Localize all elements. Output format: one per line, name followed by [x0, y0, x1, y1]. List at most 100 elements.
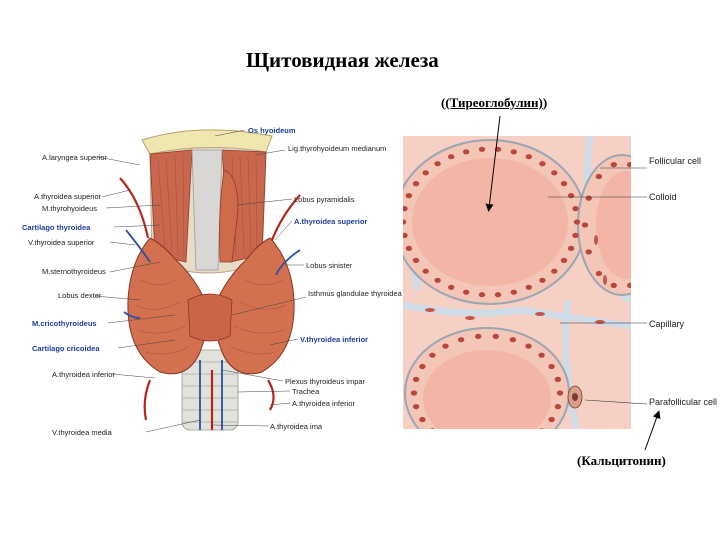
cell-nucleus — [567, 245, 575, 251]
cell-nucleus — [510, 149, 517, 155]
cell-nucleus — [548, 363, 555, 370]
cell-nucleus — [405, 245, 413, 251]
label-plexus-thyroideus-impar: Plexus thyroideus impar — [285, 377, 366, 386]
cell-nucleus — [412, 257, 420, 263]
cell-nucleus — [560, 257, 568, 263]
cell-nucleus — [642, 271, 648, 276]
cell-nucleus — [419, 363, 426, 370]
gland-lobulation — [135, 279, 287, 355]
cell-nucleus — [478, 146, 486, 152]
cell-nucleus — [567, 193, 575, 199]
cell-nucleus — [585, 195, 592, 201]
label-parafollicular-cell: Parafollicular cell — [649, 397, 717, 407]
cell-nucleus — [403, 232, 408, 238]
muscle-striations — [157, 153, 258, 259]
cell-nucleus — [652, 249, 658, 254]
label-follicular-cell: Follicular cell — [649, 156, 701, 166]
label-colloid: Colloid — [649, 192, 677, 202]
cell-nucleus — [656, 222, 662, 227]
cell-nucleus — [627, 282, 631, 288]
capillary-rbc — [425, 235, 607, 324]
cell-nucleus — [548, 416, 555, 423]
anatomy-leader-lines — [94, 129, 307, 433]
cell-nucleus — [525, 154, 532, 160]
cell-nucleus — [475, 333, 482, 339]
label-lobus-dexter: Lobus dexter — [58, 291, 102, 300]
thyroglobulin-annotation: ((Тиреоглобулин)) — [441, 95, 548, 110]
label-a-laryngea-superior: A.laryngea superior — [42, 153, 108, 162]
cell-nucleus — [494, 292, 502, 298]
colloid-2 — [596, 171, 631, 279]
cell-nucleus — [572, 206, 579, 212]
cell-nucleus — [525, 284, 532, 290]
label-parafollicular: Parafollicular cell — [649, 397, 717, 407]
histology-leader-lines — [548, 167, 648, 405]
cell-nucleus — [538, 352, 545, 358]
laryngeal-prominence — [191, 149, 223, 271]
label-a-thyroidea-inferior-left: A.thyroidea inferior — [52, 370, 115, 379]
cell-nucleus — [554, 404, 562, 410]
cell-nucleus — [405, 193, 413, 199]
colloid-3 — [423, 350, 551, 429]
parafollicular-nucleus — [572, 393, 578, 401]
cell-nucleus — [525, 343, 532, 349]
colloid-1 — [412, 158, 568, 286]
cell-nucleus — [595, 173, 603, 180]
label-a-thyroidea-ima: A.thyroidea ima — [270, 422, 323, 431]
cell-nucleus — [419, 416, 426, 423]
thyroglobulin-label: (Тиреоглобулин) — [445, 95, 543, 110]
label-v-thyroidea-superior: V.thyroidea superior — [28, 238, 95, 247]
label-m-cricothyroideus: M.cricothyroideus — [32, 319, 97, 328]
cell-nucleus — [642, 174, 648, 179]
thyroid-left-lobe — [209, 237, 295, 375]
cell-nucleus — [429, 352, 436, 358]
cell-nucleus — [457, 337, 465, 343]
label-v-thyroidea-media: V.thyroidea media — [52, 428, 113, 437]
cell-nucleus — [510, 289, 517, 295]
cell-nucleus — [478, 292, 486, 298]
label-lig-thyrohyoideum: Lig.thyrohyoideum medianum — [288, 144, 386, 153]
cell-nucleus — [509, 337, 517, 343]
label-a-thyroidea-superior-left: A.thyroidea superior — [34, 192, 102, 201]
cell-nucleus — [463, 289, 470, 295]
label-isthmus-glandulae: Isthmus glandulae thyroidea — [308, 289, 403, 298]
label-cartilago-cricoidea: Cartilago cricoidea — [32, 344, 100, 353]
label-m-thyrohyoideus: M.thyrohyoideus — [42, 204, 97, 213]
cell-nucleus — [572, 232, 579, 238]
cell-nucleus — [448, 284, 455, 290]
cell-nucleus — [539, 161, 546, 167]
cell-nucleus — [434, 277, 441, 283]
calcitonin-annotation: (Кальцитонин) — [577, 453, 666, 469]
cell-nucleus — [551, 170, 558, 176]
cell-nucleus — [403, 206, 408, 212]
label-lobus-pyramidalis: Lobus pyramidalis — [294, 195, 355, 204]
cell-nucleus — [493, 447, 499, 452]
cell-nucleus — [475, 447, 481, 452]
cell-nucleus — [412, 376, 420, 382]
calcitonin-arrow — [644, 410, 661, 451]
cell-nucleus — [610, 282, 617, 288]
thyroid-isthmus — [187, 293, 233, 342]
veins — [123, 229, 301, 430]
label-follicular: Follicular cell — [649, 156, 701, 166]
cell-nucleus — [585, 249, 592, 255]
cell-nucleus — [412, 404, 420, 410]
label-v-thyroidea-inferior: V.thyroidea inferior — [300, 335, 368, 344]
cell-nucleus — [430, 428, 435, 429]
cell-nucleus — [412, 181, 420, 187]
cell-nucleus — [463, 149, 470, 155]
pyramidal-lobe — [219, 169, 239, 263]
thyroid-right-lobe — [127, 237, 213, 375]
cell-nucleus — [581, 222, 589, 228]
thyroid-anatomy-illustration: A.laryngea superior A.thyroidea superior… — [22, 126, 403, 437]
cell-nucleus — [560, 181, 568, 187]
cell-nucleus — [627, 162, 631, 168]
thyroid-histology-illustration: Follicular cell Colloid Capillary Parafo… — [403, 115, 717, 452]
cell-nucleus — [403, 219, 407, 225]
label-a-thyroidea-superior-right: A.thyroidea superior — [294, 217, 367, 226]
label-cartilago-thyroidea: Cartilago thyroidea — [22, 223, 91, 232]
cell-nucleus — [525, 437, 531, 442]
cell-nucleus — [422, 170, 429, 176]
cell-nucleus — [510, 444, 516, 449]
